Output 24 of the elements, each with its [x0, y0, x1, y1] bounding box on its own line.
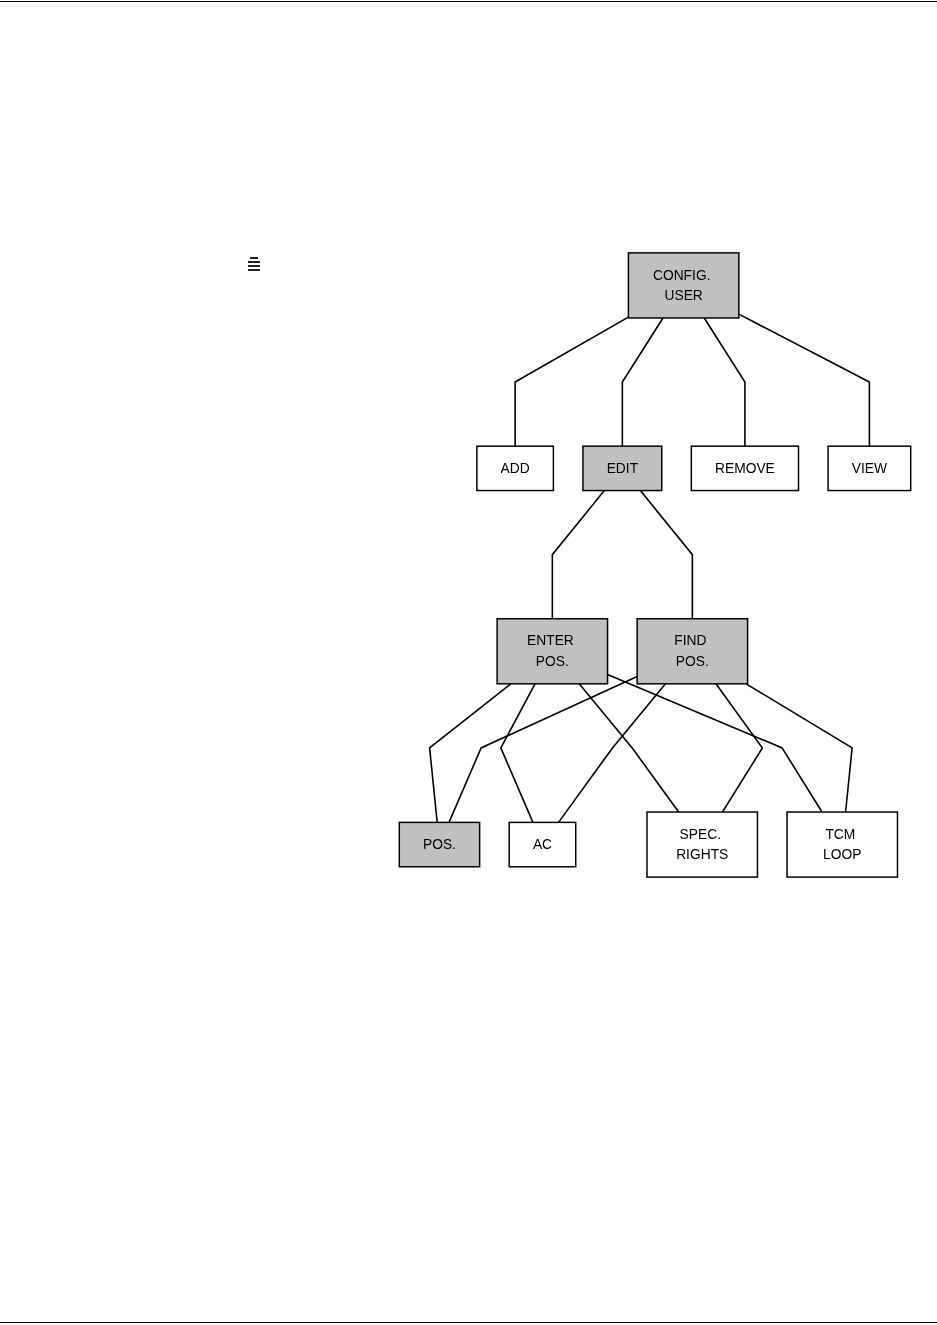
node-box: SPEC. RIGHTS: [646, 811, 759, 878]
connector: [738, 313, 871, 447]
node-box: TCM LOOP: [786, 811, 899, 878]
node-box: VIEW: [827, 445, 912, 492]
connector: [578, 683, 680, 813]
connector: [514, 316, 630, 447]
node-box: ADD: [476, 445, 555, 492]
connector: [703, 317, 746, 447]
connector: [428, 683, 512, 824]
node-box: AC: [508, 821, 577, 868]
node-box: ENTER POS.: [496, 618, 609, 685]
node-box: POS.: [398, 821, 481, 868]
node-box: REMOVE: [690, 445, 800, 492]
node-box: CONFIG. USER: [627, 252, 740, 319]
connector: [551, 489, 606, 620]
connector: [639, 489, 694, 620]
connector: [557, 683, 667, 824]
node-box: EDIT: [582, 445, 663, 492]
connector: [499, 683, 536, 824]
node-box: FIND POS.: [636, 618, 749, 685]
connector: [621, 317, 664, 447]
connector: [745, 683, 853, 813]
connector: [715, 683, 764, 813]
connector: [448, 675, 638, 824]
